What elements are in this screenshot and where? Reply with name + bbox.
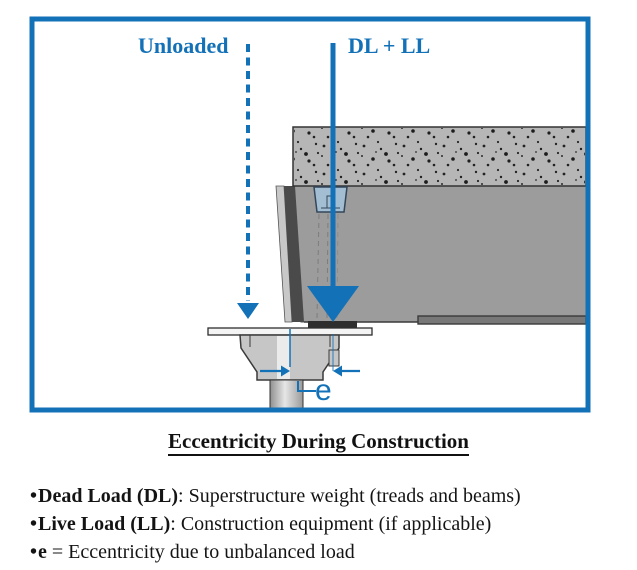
bullet-term: Live Load (LL) [38, 513, 171, 535]
bullet-marker: • [30, 513, 38, 535]
unloaded-arrow [237, 44, 259, 319]
bullet-term: Dead Load (DL) [38, 485, 179, 507]
bullet-description: : Superstructure weight (treads and beam… [178, 485, 521, 507]
diagram-frame [29, 16, 591, 413]
dl-ll-label: DL + LL [348, 33, 431, 58]
bullet-description: : Construction equipment (if applicable) [170, 513, 492, 535]
bullet-marker: • [30, 485, 38, 507]
bullet-marker: • [30, 541, 38, 563]
eccentricity-dimension-arrows [260, 365, 360, 377]
bullet-eccentricity: •e = Eccentricity due to unbalanced load [30, 538, 630, 566]
eccentricity-label: e [315, 374, 332, 407]
caption-title: Eccentricity During Construction [0, 429, 637, 456]
steel-beam [275, 185, 587, 325]
e-leader-line [297, 381, 316, 392]
unloaded-label: Unloaded [138, 33, 229, 58]
load-arrow [307, 43, 359, 322]
concrete-slab [292, 126, 587, 187]
bullet-dead-load: •Dead Load (DL): Superstructure weight (… [30, 482, 630, 510]
caption-title-text: Eccentricity During Construction [168, 429, 469, 456]
bullet-description: = Eccentricity due to unbalanced load [46, 541, 355, 563]
bullet-live-load: •Live Load (LL): Construction equipment … [30, 510, 630, 538]
bearing-pad [308, 321, 357, 328]
caption-bullets: •Dead Load (DL): Superstructure weight (… [30, 482, 630, 566]
bullet-term: e [38, 541, 47, 563]
